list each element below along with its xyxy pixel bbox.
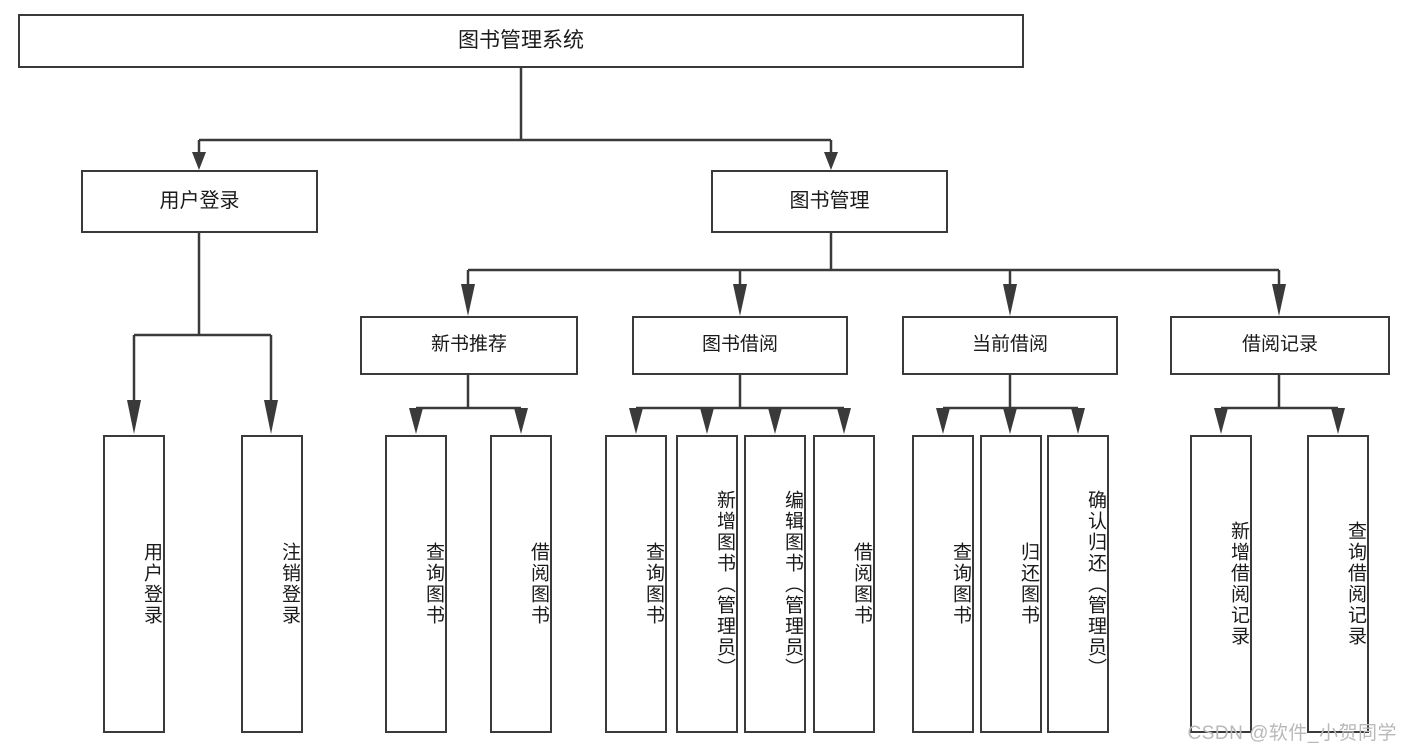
leaf-book-borrow-edit[interactable]: 编辑图书（管理员） xyxy=(744,435,806,733)
leaf-label: 借阅图书 xyxy=(851,542,872,626)
leaf-new-book-borrow[interactable]: 借阅图书 xyxy=(490,435,552,733)
arrowhead-current-leaf-2 xyxy=(1003,408,1017,434)
arrowhead-current-leaf-1 xyxy=(936,408,950,434)
arrowhead-newbook-leaf-2 xyxy=(514,408,528,434)
arrowhead-lvl2-1 xyxy=(461,284,475,316)
arrowhead-borrow-leaf-1 xyxy=(629,408,643,434)
arrowhead-borrow-leaf-4 xyxy=(837,408,851,434)
leaf-label: 新增图书（管理员） xyxy=(714,489,735,679)
node-user-login[interactable]: 用户登录 xyxy=(81,170,318,233)
leaf-label: 查询借阅记录 xyxy=(1345,521,1366,647)
leaf-label: 编辑图书（管理员） xyxy=(782,489,803,679)
leaf-label: 查询图书 xyxy=(643,542,664,626)
watermark: CSDN @软件_小贺同学 xyxy=(1187,723,1397,744)
leaf-book-borrow-add[interactable]: 新增图书（管理员） xyxy=(676,435,738,733)
node-new-book-recommend[interactable]: 新书推荐 xyxy=(360,316,578,375)
arrowhead-userlogin xyxy=(192,152,206,170)
leaf-label: 查询图书 xyxy=(950,542,971,626)
leaf-book-borrow-query[interactable]: 查询图书 xyxy=(605,435,667,733)
leaf-current-borrow-confirm-return[interactable]: 确认归还（管理员） xyxy=(1047,435,1109,733)
arrowhead-borrow-leaf-2 xyxy=(700,408,714,434)
node-current-borrow-label: 当前借阅 xyxy=(971,334,1048,356)
arrowhead-bookmgmt xyxy=(824,152,838,170)
leaf-label: 归还图书 xyxy=(1018,542,1039,626)
leaf-label: 新增借阅记录 xyxy=(1228,521,1249,647)
leaf-book-borrow-borrow[interactable]: 借阅图书 xyxy=(813,435,875,733)
node-borrow-record-label: 借阅记录 xyxy=(1241,334,1318,356)
node-root-label: 图书管理系统 xyxy=(458,28,584,52)
leaf-current-borrow-query[interactable]: 查询图书 xyxy=(912,435,974,733)
node-user-login-label: 用户登录 xyxy=(159,189,240,212)
node-book-management[interactable]: 图书管理 xyxy=(711,170,948,233)
arrowhead-lvl2-3 xyxy=(1003,284,1017,316)
leaf-label: 用户登录 xyxy=(141,542,162,626)
node-current-borrow[interactable]: 当前借阅 xyxy=(902,316,1118,375)
arrowhead-newbook-leaf-1 xyxy=(409,408,423,434)
node-borrow-record[interactable]: 借阅记录 xyxy=(1170,316,1390,375)
node-book-borrow-label: 图书借阅 xyxy=(701,334,778,356)
node-new-book-recommend-label: 新书推荐 xyxy=(430,334,507,356)
leaf-current-borrow-return[interactable]: 归还图书 xyxy=(980,435,1042,733)
leaf-user-login-login[interactable]: 用户登录 xyxy=(103,435,165,733)
leaf-user-login-logout[interactable]: 注销登录 xyxy=(241,435,303,733)
node-root[interactable]: 图书管理系统 xyxy=(18,14,1024,68)
leaf-borrow-record-query[interactable]: 查询借阅记录 xyxy=(1307,435,1369,733)
leaf-label: 确认归还（管理员） xyxy=(1085,489,1106,679)
arrowhead-record-leaf-1 xyxy=(1214,408,1228,434)
leaf-label: 查询图书 xyxy=(423,542,444,626)
arrowhead-borrow-leaf-3 xyxy=(768,408,782,434)
arrowhead-lvl2-2 xyxy=(733,284,747,316)
arrowhead-userlogin-leaf-2 xyxy=(264,400,278,434)
arrowhead-current-leaf-3 xyxy=(1071,408,1085,434)
leaf-label: 借阅图书 xyxy=(528,542,549,626)
arrowhead-lvl2-4 xyxy=(1272,284,1286,316)
node-book-management-label: 图书管理 xyxy=(789,189,870,212)
arrowhead-record-leaf-2 xyxy=(1331,408,1345,434)
leaf-new-book-query[interactable]: 查询图书 xyxy=(385,435,447,733)
arrowhead-userlogin-leaf-1 xyxy=(127,400,141,434)
leaf-label: 注销登录 xyxy=(279,542,300,626)
node-book-borrow[interactable]: 图书借阅 xyxy=(632,316,848,375)
leaf-borrow-record-add[interactable]: 新增借阅记录 xyxy=(1190,435,1252,733)
